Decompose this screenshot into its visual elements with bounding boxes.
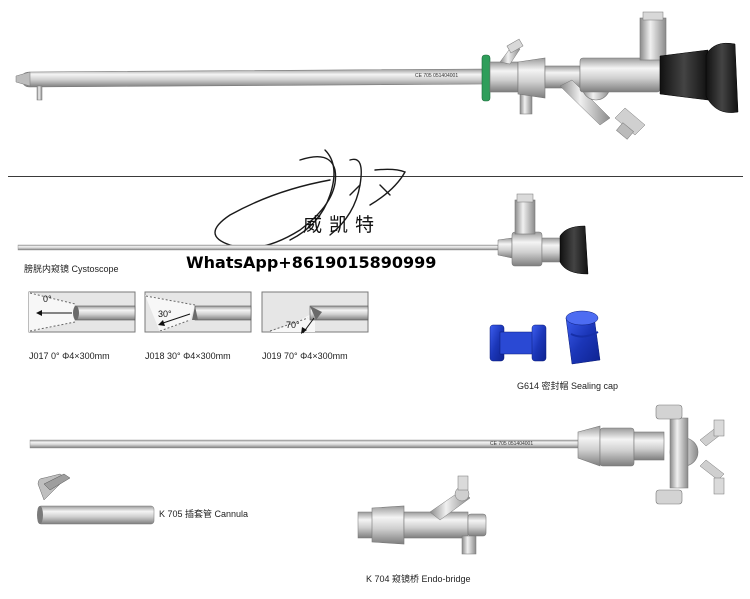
angle-diagram-0deg — [28, 291, 136, 333]
sheath-assembly — [29, 404, 725, 505]
telescope-caption-0: J017 0° Φ4×300mm — [29, 351, 110, 361]
sheath-engraving: CE 705 051404001 — [490, 441, 534, 447]
cannula-detail — [37, 473, 155, 525]
angle-diagram-30deg — [144, 291, 252, 333]
section-divider — [8, 176, 743, 177]
telescope — [17, 193, 589, 275]
watermark-whatsapp: WhatsApp+8619015890999 — [186, 253, 437, 272]
endo-bridge-caption: K 704 窥镜桥 Endo-bridge — [366, 574, 471, 584]
telescope-caption-70: J019 70° Φ4×300mm — [262, 351, 348, 361]
sealing-cap-front — [565, 310, 601, 365]
endo-bridge — [357, 475, 487, 555]
sealing-cap-caption: G614 密封帽 Sealing cap — [517, 381, 619, 391]
cystoscope-engraving: CE 705 051404001 — [415, 73, 459, 79]
angle-label-30: 30° — [158, 309, 172, 319]
angle-diagram-70deg — [261, 291, 369, 334]
sealing-cap-side — [489, 324, 547, 362]
angle-label-0: 0° — [43, 294, 52, 304]
angle-label-70: 70° — [286, 320, 300, 330]
cystoscope-assembly — [15, 11, 739, 140]
cannula-caption: K 705 插套管 Cannula — [159, 509, 249, 519]
watermark-chinese: 威凯特 — [303, 214, 382, 236]
cystoscope-caption: 膀胱内窥镜 Cystoscope — [24, 264, 119, 274]
telescope-caption-30: J018 30° Φ4×300mm — [145, 351, 231, 361]
